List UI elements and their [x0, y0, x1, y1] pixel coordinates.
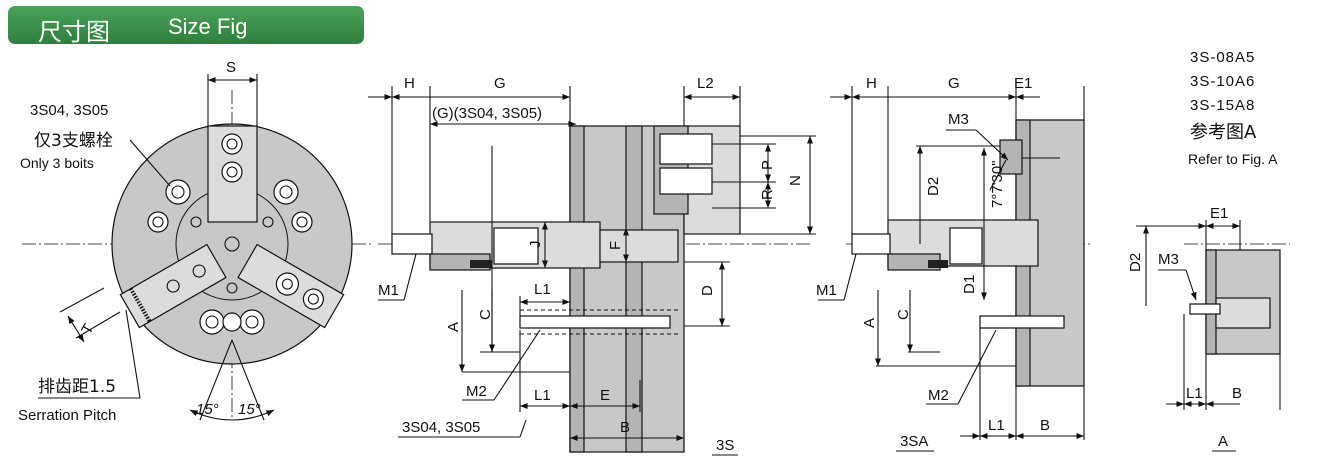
dim-l1-label-a: L1 [1186, 385, 1203, 402]
dim-b-label-3sa: B [1040, 417, 1050, 434]
dim-e-label-3s: E [600, 387, 610, 404]
ref-en: Refer to Fig. A [1188, 151, 1278, 167]
dim-g-note-3s: (G)(3S04, 3S05) [432, 105, 542, 122]
dim-m1-label-3s: M1 [378, 282, 399, 299]
header-banner: 尺寸图 Size Fig [0, 6, 368, 46]
ref-zh: 参考图A [1190, 122, 1257, 143]
angle-right-label: 15° [238, 401, 261, 418]
dim-m3-label-a: M3 [1158, 251, 1179, 268]
dim-l1-label-3s: L1 [534, 281, 551, 298]
angle-left-label: 15° [196, 401, 219, 418]
dim-s-label: S [226, 59, 236, 76]
dim-c-label-3s: C [477, 309, 494, 320]
angle-label-3sa: 7°7'30" [989, 160, 1006, 208]
dim-p-label-3s: P [759, 160, 776, 170]
dim-b-label-3s: B [620, 419, 630, 436]
header-title-en: Size Fig [168, 14, 248, 39]
dim-d2-label-3sa: D2 [925, 177, 942, 196]
dim-l1b-label-3s: L1 [534, 387, 551, 404]
model-2: 3S-10A6 [1190, 73, 1255, 90]
header-title-zh: 尺寸图 [38, 18, 110, 46]
dim-n-label-3s: N [787, 175, 804, 186]
model-3: 3S-15A8 [1190, 97, 1255, 114]
view-3s: H G (G)(3S04, 3S05) L2 P R N J F D M1 [368, 75, 816, 456]
dim-h-label-3sa: H [866, 75, 877, 92]
dim-g-label-3sa: G [948, 75, 960, 92]
dim-e1-label-a: E1 [1210, 205, 1228, 222]
dim-d-label-3s: D [699, 285, 716, 296]
view-3sa: H G E1 M3 D2 7°7'30" D1 M1 C A M2 [816, 75, 1090, 452]
note-models: 3S04, 3S05 [30, 102, 108, 119]
dim-j-label-3s: J [527, 241, 544, 249]
model-1: 3S-08A5 [1190, 49, 1255, 66]
note-en: Only 3 boits [20, 155, 94, 171]
dim-h-label-3s: H [404, 75, 415, 92]
note-zh: 仅3支螺栓 [34, 131, 113, 151]
dim-e1-label-3sa: E1 [1014, 75, 1032, 92]
dim-l1-label-3sa: L1 [988, 417, 1005, 434]
dim-l2-label-3s: L2 [697, 75, 714, 92]
dim-d2-label-a: D2 [1127, 253, 1144, 272]
dim-a-label-3sa: A [861, 318, 878, 328]
caption-3sa: 3SA [900, 433, 928, 450]
dim-m1-label-3sa: M1 [816, 282, 837, 299]
serration-en: Serration Pitch [18, 407, 116, 424]
caption-3s: 3S [716, 437, 734, 454]
dim-f-label-3s: F [607, 241, 624, 250]
dim-b-label-a: B [1232, 385, 1242, 402]
models-label-3s: 3S04, 3S05 [402, 419, 480, 436]
dim-a-label-3s: A [445, 322, 462, 332]
front-view: S 3S04, 3S05 仅3支螺栓 Only 3 boits T 排齿距1.5… [18, 59, 372, 424]
serration-zh: 排齿距1.5 [38, 377, 116, 397]
dim-d1-label-3sa: D1 [961, 275, 978, 294]
reference-fig-a: 3S-08A5 3S-10A6 3S-15A8 参考图A Refer to Fi… [1127, 49, 1290, 452]
header-background [8, 6, 364, 44]
dim-c-label-3sa: C [895, 309, 912, 320]
dim-r-label-3s: R [759, 189, 776, 200]
dim-m3-label-3sa: M3 [948, 111, 969, 128]
dim-g-label-3s: G [494, 75, 506, 92]
dim-m2-label-3s: M2 [466, 383, 487, 400]
dim-m2-label-3sa: M2 [928, 387, 949, 404]
caption-a: A [1218, 433, 1228, 450]
